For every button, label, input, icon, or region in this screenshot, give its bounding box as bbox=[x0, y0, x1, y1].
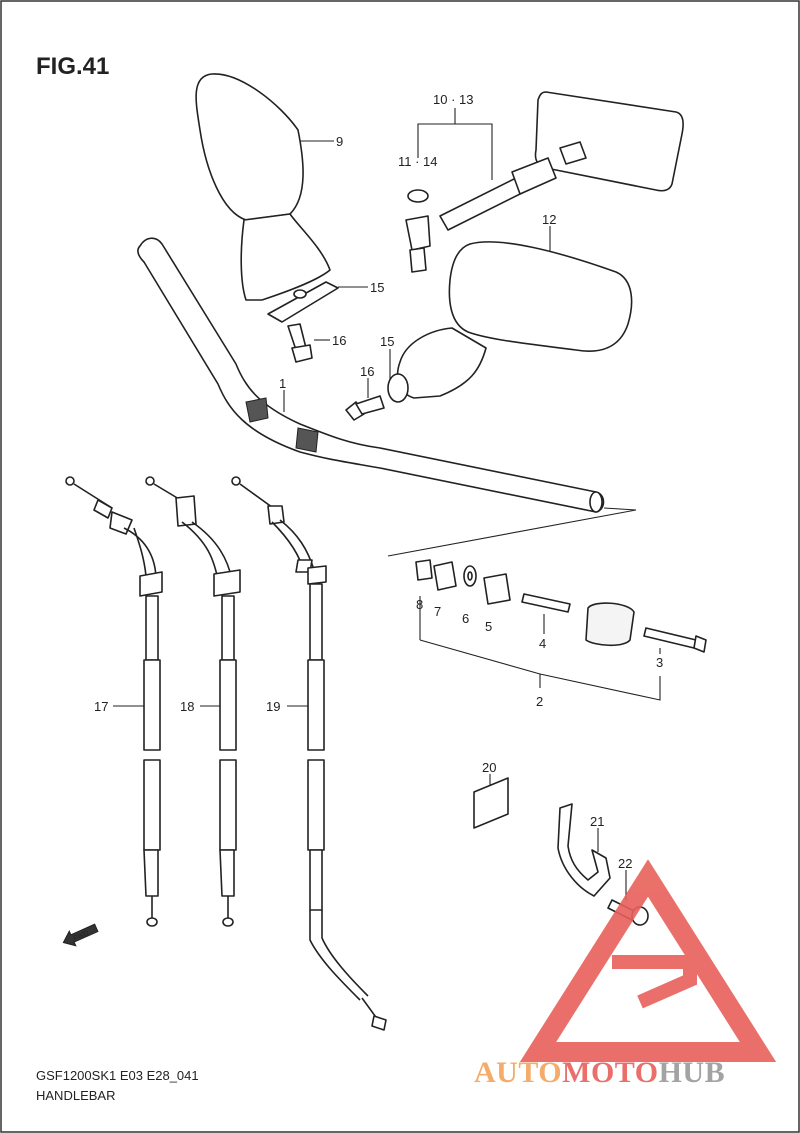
part-6-washer bbox=[463, 565, 477, 587]
watermark-text-hub: HUB bbox=[659, 1056, 726, 1089]
figure-title: FIG.41 bbox=[36, 53, 109, 80]
axis-line-diagonal bbox=[387, 509, 637, 557]
part-18-throttle-cable bbox=[145, 476, 241, 927]
callout-2: 2 bbox=[536, 694, 543, 709]
callout-15b: 15 bbox=[380, 334, 394, 349]
part-bar-end-weight bbox=[585, 602, 635, 647]
callout-16b: 16 bbox=[360, 364, 374, 379]
callout-17: 17 bbox=[94, 699, 108, 714]
part-17-throttle-cable bbox=[65, 476, 163, 927]
part-12-right-mirror bbox=[387, 241, 633, 403]
part-8-washer bbox=[415, 559, 433, 581]
part-21-clamp bbox=[557, 803, 611, 897]
part-10-13-right-mirror bbox=[405, 91, 684, 273]
callout-18: 18 bbox=[180, 699, 194, 714]
leader-2-bracket bbox=[419, 639, 661, 701]
footer-section-name: HANDLEBAR bbox=[36, 1088, 115, 1103]
axis-line-upper bbox=[603, 507, 637, 511]
part-16-bolt-lower bbox=[345, 395, 385, 421]
fwd-arrow-icon: FWD bbox=[62, 923, 99, 947]
callout-21: 21 bbox=[590, 814, 604, 829]
callout-9: 9 bbox=[336, 134, 343, 149]
leader-10-13 bbox=[417, 123, 493, 180]
watermark-text-moto: MOTO bbox=[562, 1056, 658, 1089]
part-3-bolt bbox=[643, 627, 707, 653]
callout-1: 1 bbox=[279, 376, 286, 391]
callout-15a: 15 bbox=[370, 280, 384, 295]
callout-22: 22 bbox=[618, 856, 632, 871]
part-1-handlebar bbox=[137, 237, 605, 513]
part-7-collar bbox=[433, 561, 457, 591]
part-15-adapter-upper bbox=[267, 281, 339, 323]
watermark-logo: AUTOMOTOHUB bbox=[474, 859, 777, 1089]
part-19-cable bbox=[231, 476, 387, 1031]
callout-10-13: 10 · 13 bbox=[433, 92, 473, 107]
callout-5: 5 bbox=[485, 619, 492, 634]
fwd-label: FWD bbox=[73, 930, 90, 943]
callout-4: 4 bbox=[539, 636, 546, 651]
callout-3: 3 bbox=[656, 655, 663, 670]
callout-8: 8 bbox=[416, 597, 423, 612]
callout-19: 19 bbox=[266, 699, 280, 714]
part-16-bolt-upper bbox=[287, 323, 313, 363]
watermark-g-mark-icon bbox=[612, 955, 697, 1009]
grip-knurl-left bbox=[245, 397, 269, 423]
watermark-text: AUTOMOTOHUB bbox=[474, 1056, 725, 1089]
part-5-rubber bbox=[483, 573, 511, 605]
callout-20: 20 bbox=[482, 760, 496, 775]
part-11-14-cap bbox=[407, 189, 429, 203]
grip-knurl-right bbox=[295, 427, 319, 453]
watermark-triangle-icon bbox=[519, 859, 777, 1062]
callout-6: 6 bbox=[462, 611, 469, 626]
part-4-spacer bbox=[521, 593, 571, 613]
footer-model-code: GSF1200SK1 E03 E28_041 bbox=[36, 1068, 199, 1083]
watermark-text-auto: AUTO bbox=[474, 1056, 562, 1089]
callout-12: 12 bbox=[542, 212, 556, 227]
callout-16a: 16 bbox=[332, 333, 346, 348]
part-20-label bbox=[473, 777, 509, 829]
callout-7: 7 bbox=[434, 604, 441, 619]
part-9-left-mirror bbox=[195, 73, 331, 301]
callout-11-14: 11 · 14 bbox=[398, 154, 438, 169]
